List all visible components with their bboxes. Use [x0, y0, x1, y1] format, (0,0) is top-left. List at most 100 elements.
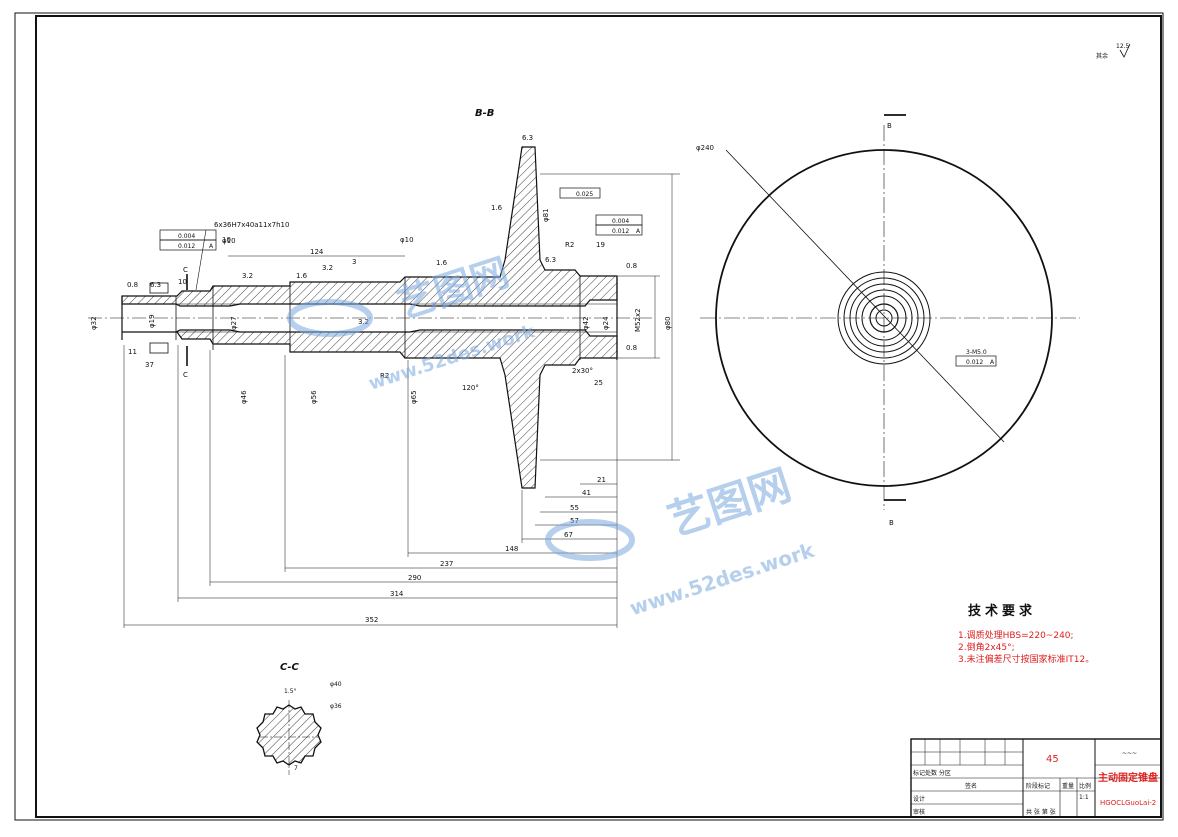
diameter-labels: φ32 φ19 φ27 φ46 φ56 φ65 φ81 φ42 φ24 M52x… [90, 208, 672, 404]
svg-text:比例: 比例 [1079, 782, 1091, 790]
svg-text:0.8: 0.8 [626, 344, 637, 352]
svg-text:6.3: 6.3 [150, 281, 161, 289]
svg-text:标记处数 分区: 标记处数 分区 [913, 769, 951, 777]
svg-text:共 张 第 张: 共 张 第 张 [1026, 808, 1056, 816]
shaft-upper-wall [121, 146, 618, 307]
svg-text:审核: 审核 [913, 808, 925, 816]
svg-text:φ10: φ10 [222, 237, 236, 245]
section-title-cc: C-C [280, 662, 299, 673]
svg-text:6.3: 6.3 [545, 256, 556, 264]
cut-b-top: B [887, 122, 892, 130]
dim-r2-bottom: R2 [380, 372, 389, 380]
svg-text:φ24: φ24 [602, 316, 610, 330]
tolerance-frame-mid: 0.025 [559, 187, 601, 199]
roughness-note-value: 12.5 [1116, 43, 1130, 50]
title-block: 45 ~~~ 主动固定锥盘 HGOCLGuoLai-2 1:1 标记处数 分区 … [910, 738, 1162, 818]
drawing-code: HGOCLGuoLai-2 [1100, 799, 1156, 807]
svg-text:φ10: φ10 [400, 236, 414, 244]
tech-requirements: 技术要求 1.调质处理HBS=220~240; 2.倒角2x45°; 3.未注偏… [958, 603, 1094, 665]
tolerance-frame-right: 0.004 0.012 A [595, 214, 643, 236]
svg-text:重量: 重量 [1062, 782, 1074, 790]
svg-text:φ81: φ81 [542, 208, 550, 222]
svg-text:55: 55 [570, 504, 579, 512]
svg-text:签名: 签名 [965, 782, 977, 790]
outer-frame [14, 12, 1164, 821]
dim-124: 124 [228, 248, 405, 257]
svg-text:124: 124 [310, 248, 324, 256]
svg-text:M52x2: M52x2 [634, 308, 642, 332]
req-1: 1.调质处理HBS=220~240; [958, 629, 1074, 641]
cut-c-top: C [183, 266, 188, 274]
svg-text:1.6: 1.6 [436, 259, 448, 267]
tol-f1: 0.004 [178, 233, 195, 240]
svg-text:67: 67 [564, 531, 573, 539]
hole-tol: 0.012 [966, 359, 983, 366]
watermark-url-2: www.52des.work [627, 538, 818, 620]
svg-text:7: 7 [294, 765, 298, 772]
hole-callout: 3-M5.0 [966, 349, 987, 356]
tol-f2: 0.012 [178, 243, 195, 250]
svg-text:3.2: 3.2 [242, 272, 253, 280]
disk-view: φ240 B B 3-M5.0 0.012 A [696, 114, 1080, 527]
cut-b-bottom: B [889, 519, 894, 527]
dim-10: 10 [178, 278, 187, 286]
dim-11: 11 [128, 348, 137, 356]
watermark-brand-1: 艺图网 [392, 250, 514, 327]
shaft-section [88, 146, 655, 489]
svg-text:φ32: φ32 [90, 316, 98, 330]
svg-text:φ19: φ19 [148, 314, 156, 328]
spline-section: φ40 φ36 1.5° 7 [256, 681, 342, 775]
svg-text:3.2: 3.2 [322, 264, 333, 272]
roughness-note-label: 其余 [1096, 52, 1108, 60]
cut-c-bottom: C [183, 371, 188, 379]
svg-text:314: 314 [390, 590, 404, 598]
req-3: 3.未注偏差尺寸按国家标准IT12。 [958, 653, 1094, 665]
svg-text:φ80: φ80 [664, 316, 672, 330]
req-2: 2.倒角2x45°; [958, 641, 1015, 653]
roughness-marks: 6.3 0.8 6.3 3.2 1.6 3.2 1.6 6.3 0.8 0.8 … [127, 134, 637, 352]
svg-text:φ27: φ27 [230, 316, 238, 330]
svg-text:φ36: φ36 [330, 703, 342, 710]
datum-a1: A [209, 243, 214, 250]
svg-text:φ56: φ56 [310, 390, 318, 404]
tb-mark: ~~~ [1122, 750, 1137, 757]
disk-diameter-label: φ240 [696, 144, 714, 152]
watermark-brand-2: 艺图网 [662, 460, 797, 546]
svg-text:φ40: φ40 [330, 681, 342, 688]
scale: 1:1 [1079, 794, 1089, 801]
dim-angle-120: 120° [462, 384, 479, 392]
dim-25: 25 [594, 379, 603, 387]
svg-text:0.8: 0.8 [626, 262, 637, 270]
svg-text:1.5°: 1.5° [284, 688, 297, 695]
dim-3: 3 [352, 258, 356, 266]
svg-text:237: 237 [440, 560, 453, 568]
svg-text:阶段标记: 阶段标记 [1026, 782, 1050, 790]
svg-text:148: 148 [505, 545, 518, 553]
svg-text:1.6: 1.6 [296, 272, 308, 280]
section-title-bb: B-B [475, 108, 494, 119]
svg-text:φ42: φ42 [582, 316, 590, 330]
svg-text:1.6: 1.6 [491, 204, 503, 212]
spline-callout: 6x36H7x40a11x7h10 [214, 221, 289, 229]
tech-title: 技术要求 [968, 603, 1036, 619]
svg-text:6.3: 6.3 [522, 134, 533, 142]
tol-f3: 0.025 [576, 191, 593, 198]
svg-text:41: 41 [582, 489, 591, 497]
roughness-note: 其余 12.5 [1096, 43, 1131, 60]
svg-text:0.8: 0.8 [127, 281, 138, 289]
svg-text:设计: 设计 [913, 795, 925, 803]
tol-f4: 0.004 [612, 218, 629, 225]
svg-text:3.2: 3.2 [358, 318, 369, 326]
svg-text:290: 290 [408, 574, 421, 582]
svg-text:352: 352 [365, 616, 378, 624]
shaft-lower-wall [122, 329, 618, 489]
dim-37: 37 [145, 361, 154, 369]
svg-text:21: 21 [597, 476, 606, 484]
dim-2x30: 2x30° [572, 367, 593, 375]
tol-f5: 0.012 [612, 228, 629, 235]
svg-text:φ46: φ46 [240, 390, 248, 404]
dim-top-19: 19 [596, 241, 605, 249]
material: 45 [1046, 754, 1059, 765]
